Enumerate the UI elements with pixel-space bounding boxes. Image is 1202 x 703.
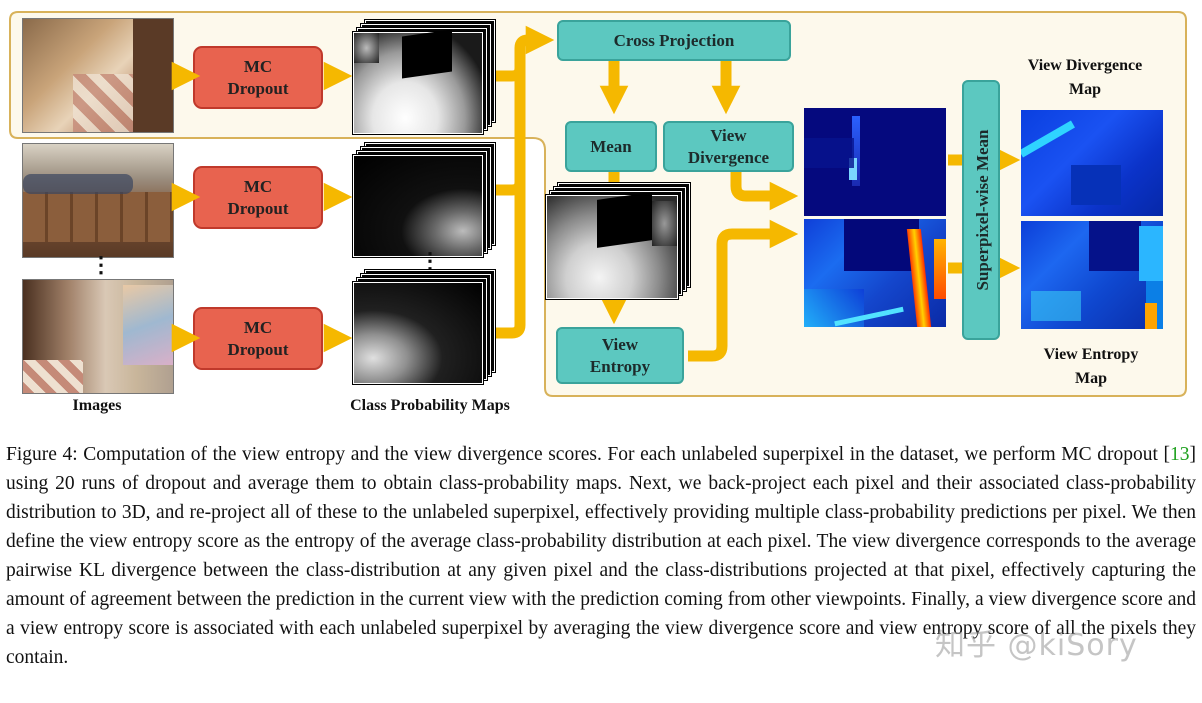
view-entropy-map-line2: Map [1075, 370, 1107, 387]
mc-dropout-box-1: MC Dropout [193, 46, 323, 109]
class-probability-stack-1 [353, 20, 495, 134]
view-entropy-line2: Entropy [589, 356, 651, 376]
input-image-2 [22, 143, 174, 258]
view-entropy-heatmap [804, 219, 946, 327]
flow-arrows [171, 25, 1021, 362]
view-entropy-line1: View [601, 334, 639, 354]
superpixel-mean-label: Superpixel-wise Mean [973, 129, 992, 291]
cross-projection-box: Cross Projection [557, 20, 791, 61]
superpixel-wise-mean-box: Superpixel-wise Mean [962, 80, 1000, 340]
view-entropy-map-image [1021, 221, 1163, 329]
view-divergence-map-label: View Divergence Map [998, 54, 1172, 102]
view-entropy-map-label: View Entropy Map [1004, 343, 1178, 391]
class-probability-stack-2 [353, 143, 495, 257]
cross-projection-label: Cross Projection [613, 30, 735, 50]
mc-dropout-line2: Dropout [227, 339, 289, 359]
watermark: 知乎 @kiSory [935, 628, 1138, 663]
figure-caption: Figure 4: Computation of the view entrop… [6, 440, 1196, 672]
mean-label: Mean [590, 136, 632, 156]
vdots-maps: ⋮ [419, 248, 441, 273]
class-probability-label: Class Probability Maps [350, 397, 510, 414]
input-image-3 [22, 279, 174, 394]
view-entropy-map-line1: View Entropy [1043, 346, 1139, 363]
mc-dropout-line1: MC [243, 176, 273, 196]
view-divergence-box: View Divergence [663, 121, 794, 172]
images-label: Images [72, 397, 122, 414]
view-divergence-map-line2: Map [1069, 81, 1101, 98]
probability-map-2 [353, 155, 483, 257]
probability-map-1 [353, 29, 483, 134]
view-divergence-heatmap [804, 108, 946, 216]
input-image-1 [22, 18, 174, 133]
class-probability-stack-3 [353, 270, 495, 384]
view-divergence-map [1021, 110, 1163, 216]
vdots-images: ⋮ [90, 252, 112, 277]
probability-map-3 [353, 282, 483, 384]
mc-dropout-line1: MC [243, 56, 273, 76]
mc-dropout-line2: Dropout [227, 78, 289, 98]
mc-dropout-box-3: MC Dropout [193, 307, 323, 370]
view-divergence-line2: Divergence [687, 147, 770, 167]
mean-box: Mean [565, 121, 657, 172]
caption-text-1: Figure 4: Computation of the view entrop… [6, 444, 1170, 465]
mean-probability-stack [546, 183, 690, 299]
view-entropy-box: View Entropy [556, 327, 684, 384]
caption-text-2: ] using 20 runs of dropout and average t… [6, 444, 1196, 668]
caption-citation-link[interactable]: 13 [1170, 444, 1190, 465]
view-divergence-line1: View [710, 125, 747, 145]
mc-dropout-box-2: MC Dropout [193, 166, 323, 229]
view-divergence-map-line1: View Divergence [1027, 57, 1143, 74]
mc-dropout-line1: MC [243, 317, 273, 337]
mc-dropout-line2: Dropout [227, 198, 289, 218]
mean-probability-map [546, 192, 678, 299]
